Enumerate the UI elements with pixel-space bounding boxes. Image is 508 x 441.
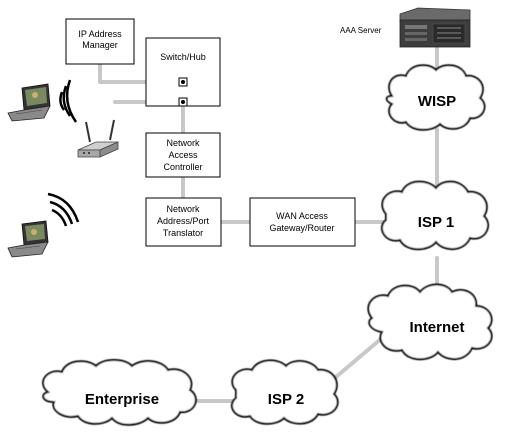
nat-label-3: Translator	[163, 228, 203, 238]
cloud-icon	[42, 359, 197, 426]
switch-port-1	[178, 77, 188, 87]
nac-label-1: Network	[166, 138, 200, 148]
wifi-signal-icon	[47, 192, 80, 227]
internet-label: Internet	[409, 319, 464, 336]
ip-address-manager-box: IP Address Manager	[65, 18, 135, 65]
wan-router-label-1: WAN Access	[276, 211, 328, 221]
isp2-label: ISP 2	[268, 391, 304, 408]
nat-label-1: Network	[166, 204, 200, 214]
cloud-icon	[381, 180, 489, 251]
wireless-access-point-icon	[77, 119, 119, 158]
link-internet-isp2	[328, 336, 384, 384]
enterprise-label: Enterprise	[85, 391, 159, 408]
nat-label-2: Address/Port	[157, 216, 210, 226]
aaa-server-label: AAA Server	[340, 26, 382, 35]
ip-address-manager-label-1: IP Address	[78, 29, 122, 39]
isp1-label: ISP 1	[418, 214, 454, 231]
cloud-icon	[367, 283, 493, 361]
network-access-controller-box: Network Access Controller	[145, 132, 221, 178]
cloud-icon	[231, 359, 339, 425]
switch-port-2	[178, 97, 188, 107]
nac-label-2: Access	[168, 150, 198, 160]
switch-hub-label: Switch/Hub	[160, 52, 206, 62]
wan-router-box: WAN Access Gateway/Router	[249, 197, 356, 247]
wan-router-label-2: Gateway/Router	[269, 223, 334, 233]
laptop-icon	[7, 220, 49, 258]
cloud-icon	[385, 64, 486, 131]
server-icon	[399, 7, 471, 48]
switch-hub-box: Switch/Hub	[145, 37, 221, 107]
wisp-label: WISP	[418, 93, 456, 110]
ip-address-manager-label-2: Manager	[82, 40, 118, 50]
laptop-icon	[7, 83, 51, 122]
wifi-signal-icon	[59, 79, 78, 123]
nat-box: Network Address/Port Translator	[145, 197, 222, 247]
nac-label-3: Controller	[163, 162, 202, 172]
